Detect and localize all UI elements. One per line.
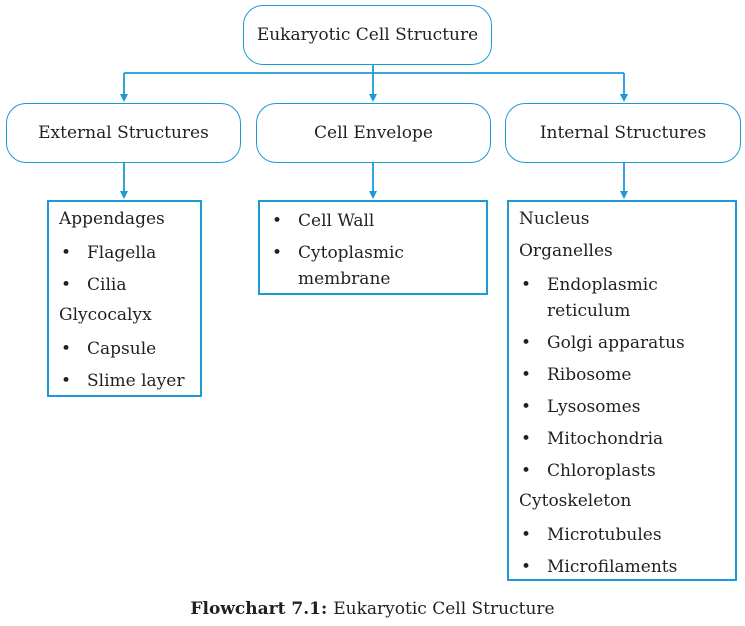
root-node: Eukaryotic Cell Structure — [243, 5, 492, 65]
list-item-capsule: Capsule — [59, 336, 192, 362]
cell-envelope-list-box: Cell Wall Cytoplasmic membrane — [258, 200, 488, 295]
list-item-flagella: Flagella — [59, 240, 192, 266]
group-label-glycocalyx: Glycocalyx — [59, 305, 152, 325]
group-label-nucleus: Nucleus — [519, 209, 590, 229]
list-item-ribosome: Ribosome — [519, 362, 727, 388]
list-item-cytoplasmic-membrane: Cytoplasmic membrane — [270, 240, 448, 292]
internal-structures-list-box: Nucleus Organelles Endoplasmic reticulum… — [507, 200, 737, 581]
group-label-cytoskeleton: Cytoskeleton — [519, 491, 632, 511]
list-item-mitochondria: Mitochondria — [519, 426, 727, 452]
cytoskeleton-list: Microtubules Microfilaments — [519, 522, 727, 580]
figure-caption: Flowchart 7.1:Eukaryotic Cell Structure — [0, 597, 745, 621]
internal-structures-label: Internal Structures — [539, 123, 707, 143]
list-item-cilia: Cilia — [59, 272, 192, 298]
caption-text: Eukaryotic Cell Structure — [333, 599, 555, 619]
group-label-organelles: Organelles — [519, 241, 613, 261]
cell-envelope-node: Cell Envelope — [256, 103, 491, 163]
list-item-microfilaments: Microfilaments — [519, 554, 727, 580]
caption-label: Flowchart 7.1: — [190, 599, 328, 619]
list-item-cell-wall: Cell Wall — [270, 208, 478, 234]
internal-structures-node: Internal Structures — [505, 103, 741, 163]
list-item-lysosomes: Lysosomes — [519, 394, 727, 420]
list-item-golgi-apparatus: Golgi apparatus — [519, 330, 727, 356]
appendages-list: Flagella Cilia — [59, 240, 192, 298]
cell-envelope-label: Cell Envelope — [314, 123, 433, 143]
list-item-microtubules: Microtubules — [519, 522, 727, 548]
group-label-appendages: Appendages — [59, 209, 165, 229]
list-item-slime-layer: Slime layer — [59, 368, 192, 394]
glycocalyx-list: Capsule Slime layer — [59, 336, 192, 394]
cell-envelope-list: Cell Wall Cytoplasmic membrane — [270, 208, 478, 292]
organelles-list: Endoplasmic reticulum Golgi apparatus Ri… — [519, 272, 727, 484]
list-item-endoplasmic-reticulum: Endoplasmic reticulum — [519, 272, 687, 324]
external-structures-label: External Structures — [38, 123, 209, 143]
external-structures-node: External Structures — [6, 103, 241, 163]
list-item-chloroplasts: Chloroplasts — [519, 458, 727, 484]
root-node-label: Eukaryotic Cell Structure — [256, 25, 479, 45]
external-structures-list-box: Appendages Flagella Cilia Glycocalyx Cap… — [47, 200, 202, 397]
